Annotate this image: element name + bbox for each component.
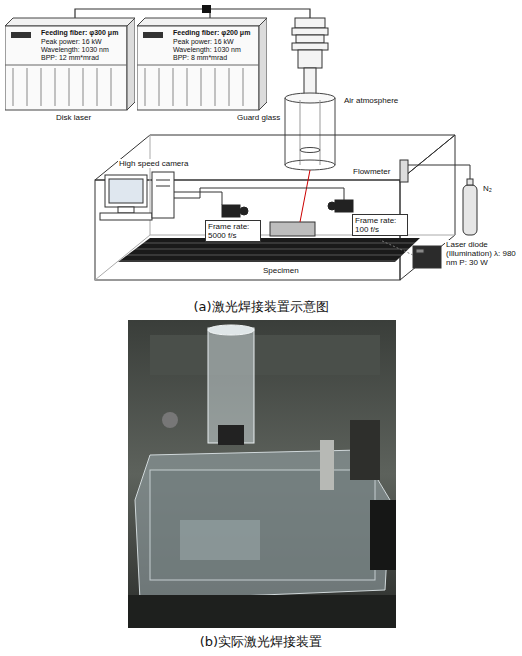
figure-caption: (b)实际激光焊接装置 [0, 635, 522, 650]
guard-glass-tube [285, 93, 335, 170]
part-label: Disk laser [55, 113, 92, 122]
spec-block: Feeding fiber: φ200 μmPeak power: 16 kW … [173, 29, 253, 62]
chamber [95, 135, 455, 280]
gas-hose [408, 165, 470, 185]
laser-unit: Feeding fiber: φ300 μmPeak power: 16 kW … [5, 16, 135, 111]
part-label: Guard glass [236, 113, 281, 122]
laser-head [292, 18, 328, 95]
specimen-plate [270, 222, 315, 236]
frame-rate-note: Frame rate: 100 f/s [352, 214, 408, 236]
laser-unit: Feeding fiber: φ200 μmPeak power: 16 kW … [137, 16, 267, 111]
camera-cables [174, 188, 344, 205]
part-label: Flowmeter [352, 167, 391, 176]
laser-beam [300, 170, 310, 222]
frame-rate-note: Frame rate: 5000 f/s [205, 220, 261, 242]
part-label: Specimen [262, 266, 300, 275]
fiber-spec: Feeding fiber: φ300 μm [41, 29, 121, 37]
part-label: Air atmosphere [343, 96, 399, 105]
fiber-coupler [202, 5, 211, 13]
gas-label: N₂ [482, 184, 493, 193]
laser-spec: Peak power: 16 kW Wavelength: 1030 nm BP… [41, 38, 121, 62]
computer [100, 172, 174, 220]
laser-spec: Peak power: 16 kW Wavelength: 1030 nm BP… [173, 38, 253, 62]
camera-symbols [222, 200, 353, 217]
illumination-ray [380, 240, 413, 255]
laser-diode-unit [413, 246, 441, 268]
worktable-grating [118, 238, 420, 262]
flowmeter-symbol [400, 160, 408, 182]
gas-cylinder [463, 179, 477, 235]
figure-caption: (a)激光焊接装置示意图 [0, 300, 522, 315]
fiber-spec: Feeding fiber: φ200 μm [173, 29, 253, 37]
diode-spec: Laser diode (Illumination) λ: 980 nm P: … [445, 240, 519, 268]
part-label: High speed camera [118, 159, 189, 168]
spec-block: Feeding fiber: φ300 μmPeak power: 16 kW … [41, 29, 121, 62]
photo-apparatus [128, 320, 396, 628]
